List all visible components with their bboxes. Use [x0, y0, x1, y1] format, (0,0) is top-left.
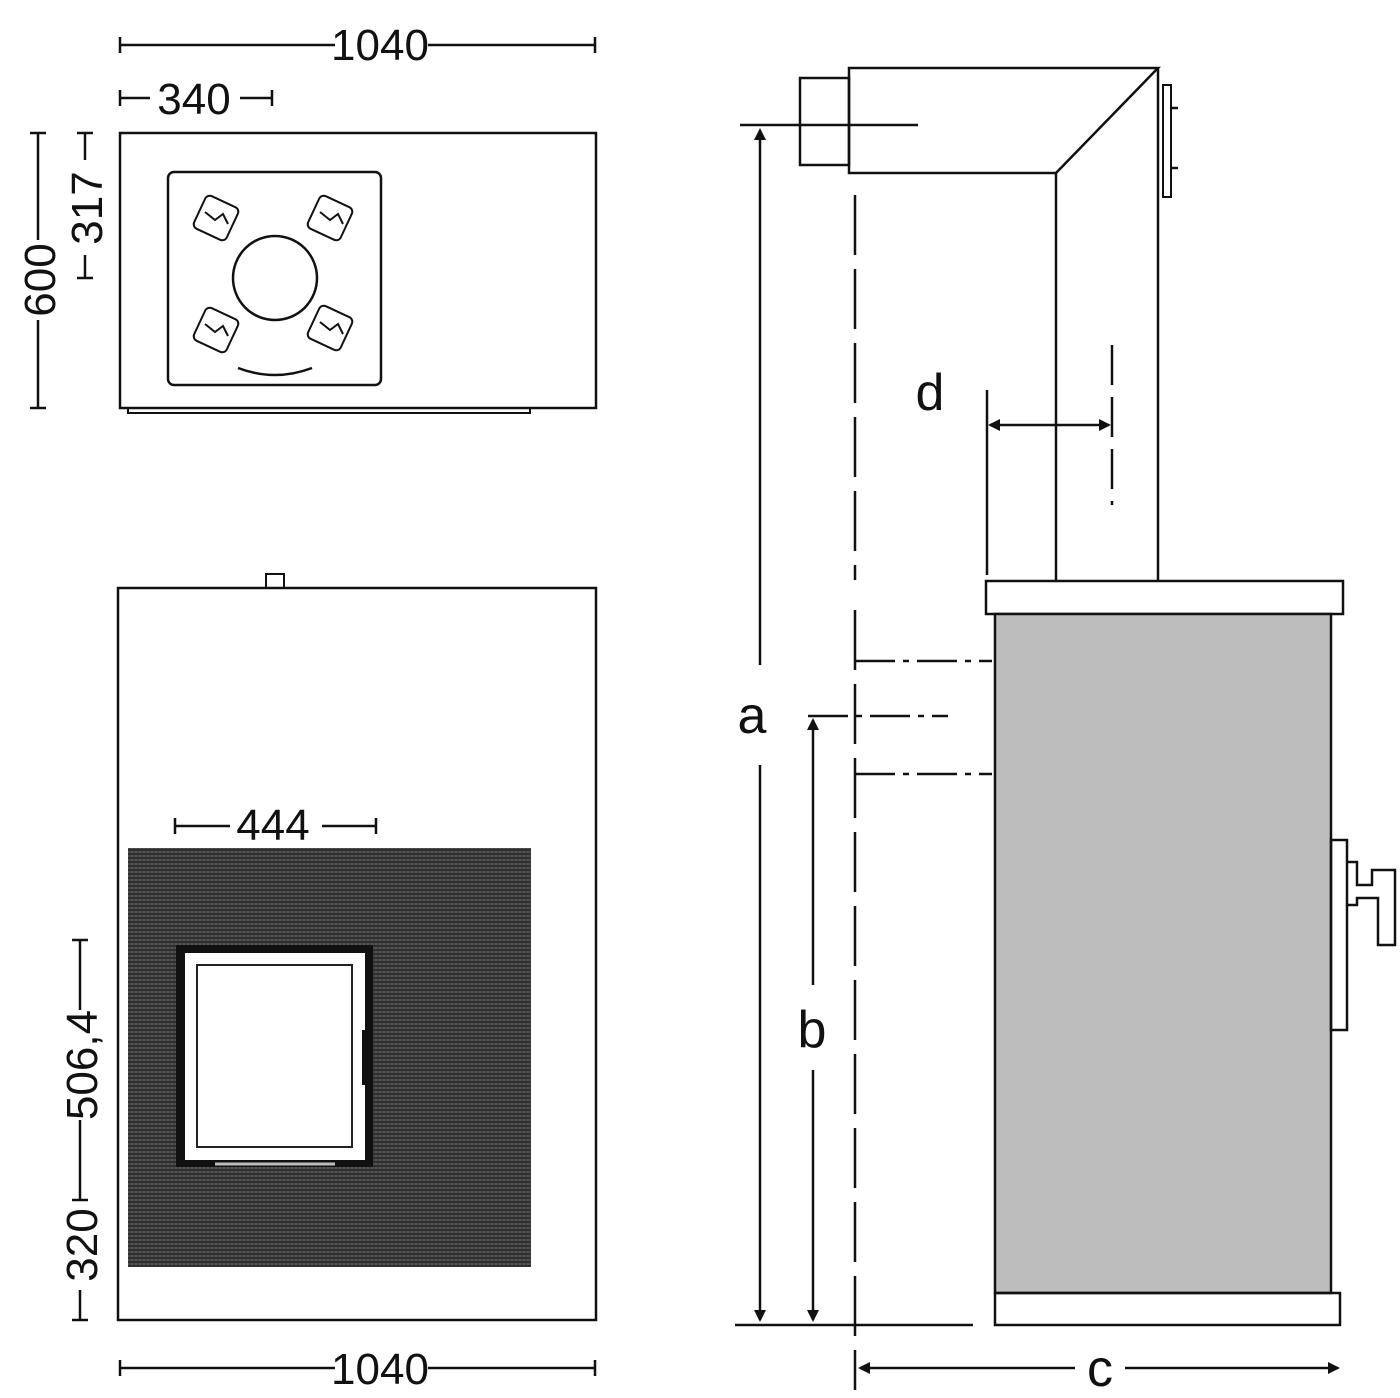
side-handle: [1347, 860, 1397, 947]
dimension-label: 1040: [331, 1345, 429, 1394]
dimension-width-bottom: 1040: [118, 1345, 597, 1394]
dimension-label: 1040: [331, 21, 429, 70]
dimension-door-base: 320: [58, 1208, 107, 1322]
dimension-door-height: 506,4: [58, 938, 107, 1202]
top-view: 1040 340 600 317: [16, 21, 598, 414]
cooktop-plate: [166, 170, 383, 387]
flue-knob: [265, 573, 285, 589]
dimension-label: 317: [63, 171, 112, 244]
front-view: 444 506,4 320 1040: [58, 573, 598, 1394]
stove-body: [993, 612, 1333, 1295]
dimension-label: b: [798, 1001, 827, 1059]
dimension-label: c: [1087, 1340, 1113, 1398]
side-view: a b c d: [735, 66, 1397, 1398]
dimension-label: a: [738, 687, 767, 745]
door-hinge: [1329, 838, 1349, 1032]
dimension-a: a: [738, 128, 767, 1322]
dimension-c: c: [858, 1340, 1340, 1398]
dimension-door-width: 444: [173, 801, 378, 850]
flue-cap: [798, 76, 851, 167]
wall-bracket: [1162, 84, 1172, 198]
dimension-width-top: 1040: [118, 21, 597, 70]
flue-pipe: [1054, 68, 1160, 581]
dimension-label: d: [916, 364, 945, 422]
burner-icons: [192, 194, 354, 377]
dimension-label: 600: [16, 243, 65, 316]
top-outline: [118, 131, 598, 410]
door-handle: [362, 1030, 370, 1085]
stove-base: [993, 1291, 1342, 1327]
dimension-depth: 600: [16, 131, 65, 410]
stove-top-plate: [984, 579, 1345, 616]
center-hotplate: [231, 234, 319, 322]
dimension-label: 444: [236, 801, 309, 850]
dimension-label: 340: [157, 75, 230, 124]
dimension-b: b: [798, 718, 827, 1322]
front-outline: [116, 586, 598, 1322]
dimension-offset: 340: [118, 75, 274, 124]
dimension-d: d: [916, 345, 1114, 575]
flue-elbow: [847, 66, 1161, 175]
dimension-center-depth: 317: [63, 131, 112, 280]
dimension-label: 320: [58, 1208, 107, 1281]
dimension-label: 506,4: [58, 1010, 107, 1120]
flue-outlet-lines: [855, 659, 992, 776]
top-front-lip: [127, 407, 531, 414]
